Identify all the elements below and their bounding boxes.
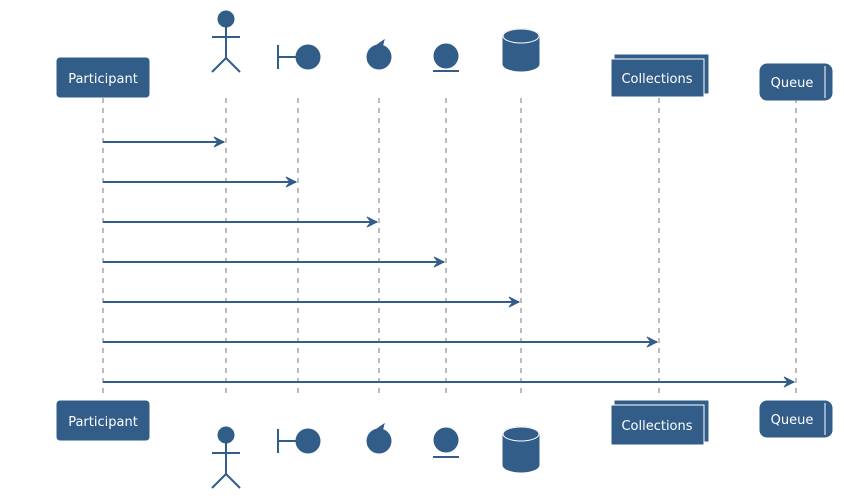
participant-head-participant-top: Participant [56, 57, 150, 98]
participant-head-collections-bottom: Collections [610, 400, 709, 446]
participant-head-queue-top: Queue [759, 63, 833, 101]
database-icon [502, 426, 540, 473]
arrowhead-icon [508, 296, 521, 308]
database-icon [502, 28, 540, 72]
participant-head-collections-top: Collections [610, 54, 709, 98]
control-icon [366, 38, 392, 70]
collections-label: Collections [621, 419, 692, 434]
message-arrow-queue [103, 376, 796, 388]
message-arrow-control [103, 216, 379, 228]
participant-label: Participant [68, 415, 138, 430]
actor-icon [211, 426, 241, 489]
queue-label: Queue [771, 413, 814, 428]
participant-head-participant-bottom: Participant [56, 400, 150, 441]
message-arrow-collections [103, 336, 659, 348]
arrowhead-icon [366, 216, 379, 228]
entity-icon [433, 43, 459, 72]
arrowhead-icon [646, 336, 659, 348]
message-arrow-database [103, 296, 521, 308]
boundary-icon [277, 428, 321, 454]
message-arrow-actor [103, 136, 226, 148]
entity-icon [433, 427, 459, 458]
control-icon [366, 422, 392, 454]
message-arrow-boundary [103, 176, 298, 188]
arrowhead-icon [285, 176, 298, 188]
arrowhead-icon [433, 256, 446, 268]
boundary-icon [277, 44, 321, 70]
arrowhead-icon [213, 136, 226, 148]
arrowhead-icon [783, 376, 796, 388]
messages [103, 136, 796, 388]
participant-label: Participant [68, 72, 138, 87]
collections-label: Collections [621, 72, 692, 87]
participant-head-queue-bottom: Queue [759, 400, 833, 438]
message-arrow-entity [103, 256, 446, 268]
queue-label: Queue [771, 76, 814, 91]
actor-icon [211, 10, 241, 73]
lifelines [102, 98, 797, 398]
